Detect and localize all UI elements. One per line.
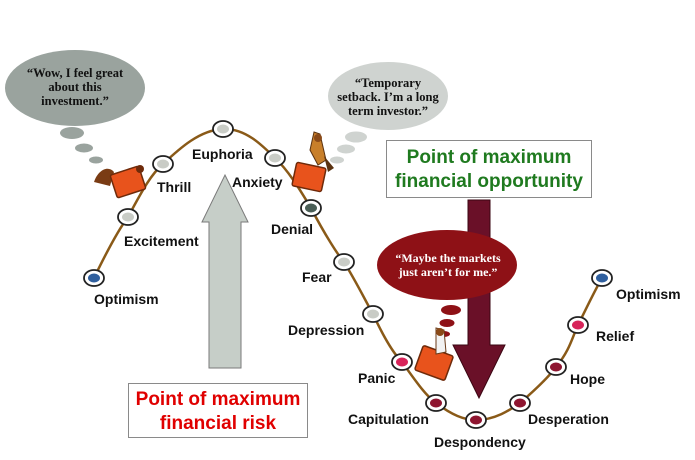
stage-dot-fill-10: [470, 415, 482, 425]
stage-dot-fill-13: [572, 320, 584, 330]
stage-label-depression: Depression: [288, 322, 365, 338]
bubble-text-euphoria: “Wow, I feel great about this investment…: [26, 66, 124, 108]
max-risk-line2: financial risk: [159, 413, 277, 434]
down-arrow: [452, 199, 506, 400]
thought-bubble-capitulation: [377, 230, 517, 337]
thought-bubble-euphoria: [5, 50, 145, 164]
stage-label-denial: Denial: [271, 221, 314, 237]
stage-dot-fill-5: [305, 203, 317, 213]
investor-figure-thrill: [94, 165, 147, 199]
stage-label-euphoria: Euphoria: [192, 146, 253, 162]
stage-dot-fill-0: [88, 273, 100, 283]
stage-label-relief: Relief: [596, 328, 635, 344]
stage-label-thrill: Thrill: [157, 179, 192, 195]
stage-label-optimism-end: Optimism: [616, 286, 681, 302]
max-opportunity-line2: financial opportunity: [395, 171, 583, 192]
stage-dot-fill-6: [338, 257, 350, 267]
stage-label-anxiety: Anxiety: [232, 174, 283, 190]
stage-dot-fill-9: [430, 398, 442, 408]
stage-dot-fill-1: [122, 212, 134, 222]
stage-dot-fill-14: [596, 273, 608, 283]
stage-label-despondency: Despondency: [434, 434, 526, 450]
stage-dot-fill-4: [269, 153, 281, 163]
stage-dots: [83, 120, 613, 429]
up-arrow: [201, 173, 249, 369]
investor-figure-anxiety: [291, 131, 334, 193]
stage-label-fear: Fear: [302, 269, 332, 285]
thought-bubble-anxiety: [328, 62, 448, 164]
stage-dot-fill-2: [157, 159, 169, 169]
stage-dot-fill-8: [396, 357, 408, 367]
stage-dot-fill-3: [217, 124, 229, 134]
stage-dot-fill-7: [367, 309, 379, 319]
max-risk-line1: Point of maximum: [135, 389, 301, 410]
max-opportunity-callout: Point of maximum financial opportunity: [386, 140, 592, 198]
stage-dot-fill-11: [514, 398, 526, 408]
bubble-text-anxiety: “Temporary setback. I’m a long term inve…: [337, 76, 439, 118]
stage-label-panic: Panic: [358, 370, 396, 386]
stage-label-optimism-start: Optimism: [94, 291, 159, 307]
stage-label-capitulation: Capitulation: [348, 411, 429, 427]
bubble-text-capitulation: “Maybe the markets just aren’t for me.”: [395, 251, 501, 279]
max-risk-callout: Point of maximum financial risk: [128, 383, 308, 438]
investor-figure-capitulation: [414, 327, 454, 381]
stage-label-desperation: Desperation: [528, 411, 609, 427]
stage-dot-fill-12: [550, 362, 562, 372]
stage-label-excitement: Excitement: [124, 233, 199, 249]
max-opportunity-line1: Point of maximum: [406, 147, 572, 168]
stage-label-hope: Hope: [570, 371, 605, 387]
